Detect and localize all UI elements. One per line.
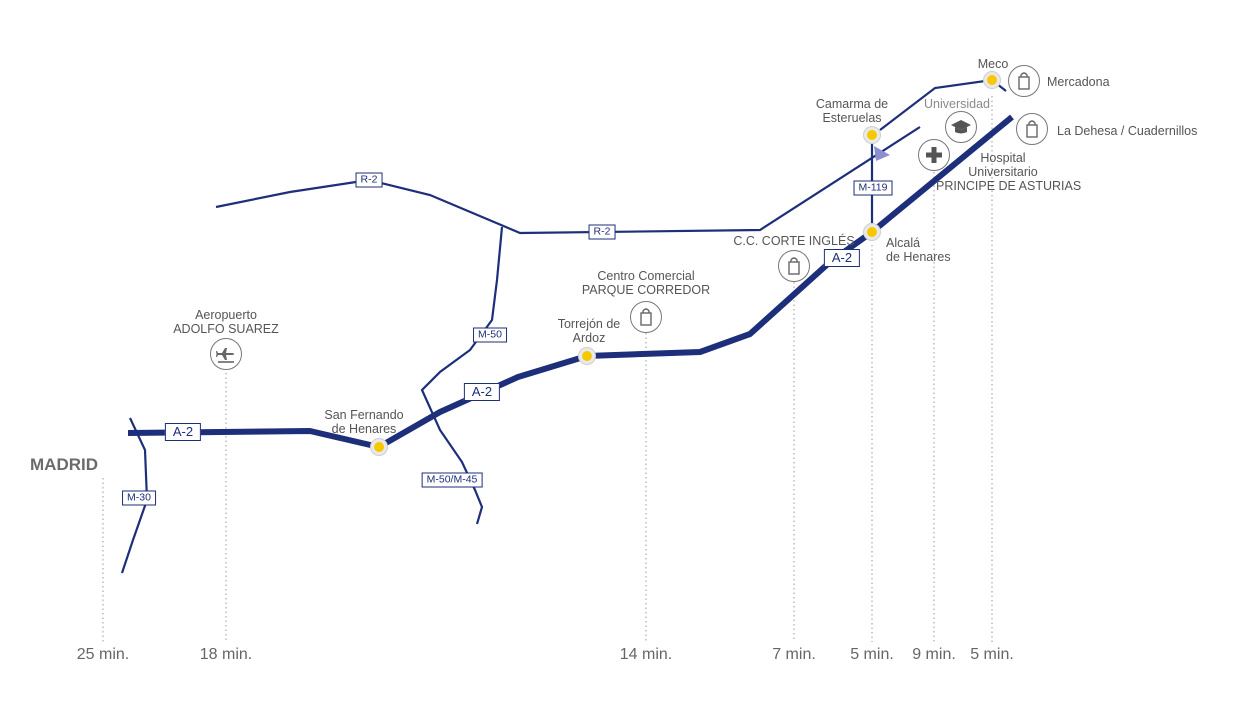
shopping-bag-icon — [1016, 113, 1048, 145]
stop-label-meco: Meco — [977, 57, 1009, 71]
road-label-a2-east: A-2 — [823, 249, 861, 267]
graduation-cap-icon — [945, 111, 977, 143]
camarma-flag — [874, 146, 890, 161]
poi-label-parque-corredor: Centro Comercial PARQUE CORREDOR — [581, 269, 711, 297]
road-meco — [879, 78, 1007, 131]
stop-label-alcala: Alcalá de Henares — [886, 236, 951, 264]
road-label-r2-west: R-2 — [355, 172, 383, 188]
time-label-meco: 5 min. — [970, 646, 1014, 663]
poi-label-corte-ingles: C.C. CORTE INGLÉS — [733, 234, 855, 248]
time-label-corte-ingles: 7 min. — [772, 646, 816, 663]
time-label-hospital: 9 min. — [912, 646, 956, 663]
time-label-alcala: 5 min. — [850, 646, 894, 663]
airplane-icon — [210, 338, 242, 370]
poi-label-airport: Aeropuerto ADOLFO SUAREZ — [173, 308, 279, 336]
poi-label-universidad: Universidad — [924, 97, 991, 111]
time-label-madrid: 25 min. — [76, 646, 130, 663]
station-dot-icon — [864, 127, 880, 143]
station-dot-icon — [371, 439, 387, 455]
shopping-bag-icon — [1008, 65, 1040, 97]
road-label-a2-middle: A-2 — [463, 383, 501, 401]
origin-label: MADRID — [30, 455, 98, 474]
road-label-m30: M-30 — [122, 490, 156, 506]
road-label-m50: M-50 — [473, 327, 507, 343]
shopping-bag-icon — [630, 301, 662, 333]
poi-label-mercadona: Mercadona — [1047, 75, 1110, 89]
station-dot-icon — [579, 348, 595, 364]
station-dot-icon — [864, 224, 880, 240]
road-label-a2-west: A-2 — [164, 423, 202, 441]
stop-label-camarma: Camarma de Esteruelas — [815, 97, 889, 125]
road-label-r2-east: R-2 — [588, 224, 616, 240]
time-label-airport: 18 min. — [199, 646, 253, 663]
road-label-m50-m45: M-50/M-45 — [421, 472, 483, 488]
time-label-parque-corredor: 14 min. — [619, 646, 673, 663]
station-dot-icon — [984, 72, 1000, 88]
time-guides — [102, 96, 993, 642]
poi-label-hospital: Hospital Universitario PRINCIPE DE ASTUR… — [936, 151, 1082, 193]
stop-label-torrejon: Torrejón de Ardoz — [557, 317, 621, 345]
stop-label-san-fernando: San Fernando de Henares — [324, 408, 404, 436]
poi-label-la-dehesa: La Dehesa / Cuadernillos — [1057, 124, 1198, 138]
medical-cross-icon — [918, 139, 950, 171]
road-r2 — [215, 126, 921, 235]
shopping-bag-icon — [778, 250, 810, 282]
road-label-m119: M-119 — [853, 180, 893, 196]
road-a2 — [127, 114, 1014, 450]
road-m50 — [420, 226, 504, 525]
